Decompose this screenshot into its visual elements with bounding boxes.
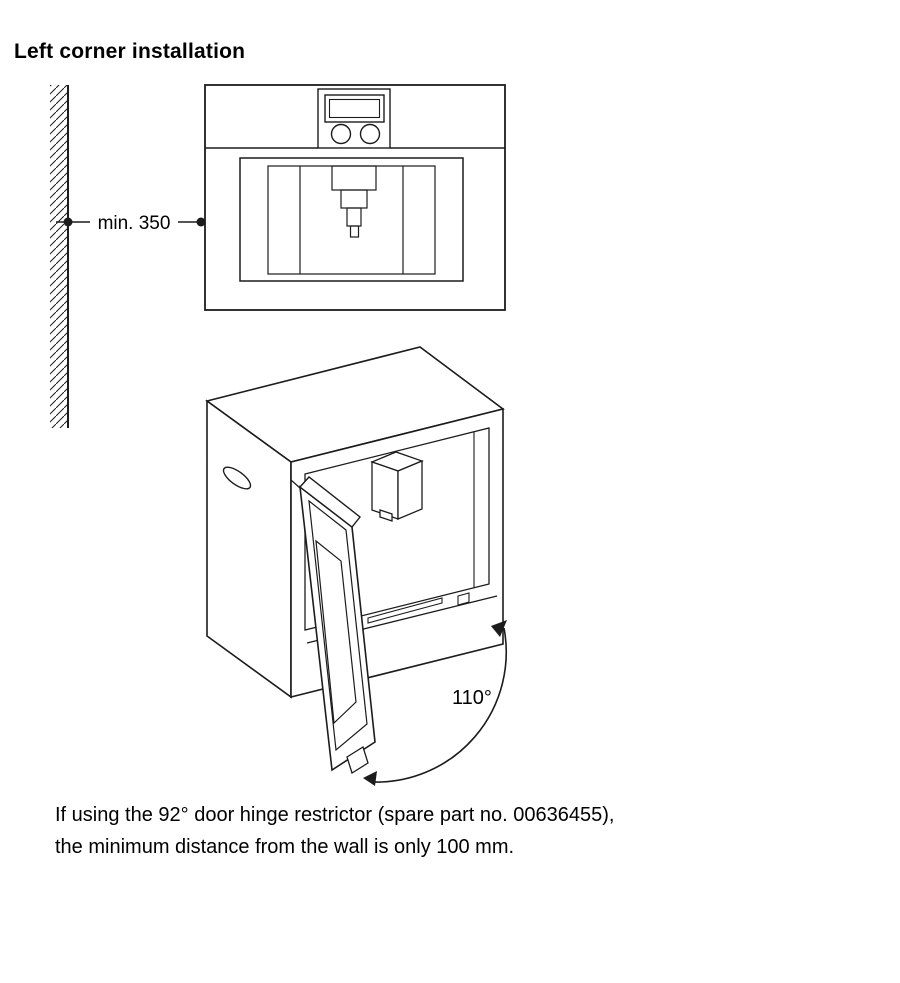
door-swing-angle: 110° (363, 620, 507, 786)
brewing-unit-front (371, 461, 399, 520)
dimension-dot-appliance (196, 217, 206, 227)
door-window-frame (315, 539, 357, 725)
side-handle-cutout (222, 466, 252, 490)
dimension-dot-wall (63, 217, 73, 227)
control-panel (317, 88, 391, 149)
footer-note: If using the 92° door hinge restrictor (… (55, 799, 614, 863)
hinge-line (290, 479, 301, 489)
brewing-unit-tab (379, 509, 393, 522)
cavity-opening-frame (304, 427, 490, 631)
dispenser-spout (331, 165, 377, 238)
open-door (290, 476, 376, 774)
display-outer (324, 94, 385, 123)
left-knob (330, 123, 352, 145)
brewing-unit (370, 451, 424, 522)
door-foot (346, 746, 369, 774)
footer-note-line2: the minimum distance from the wall is on… (55, 836, 515, 858)
brewing-unit-side (397, 460, 423, 520)
page-title: Left corner installation (14, 40, 246, 63)
display-inner (328, 98, 381, 119)
footer-note-line1: If using the 92° door hinge restrictor (… (55, 804, 615, 826)
swing-arc (371, 627, 507, 783)
wall-hatching (50, 85, 68, 428)
arc-arrowhead-door (363, 771, 377, 786)
dimension-min-distance: min. 350 (56, 213, 206, 234)
appliance-front-view (204, 84, 506, 311)
door-top-edge (298, 476, 361, 528)
arc-arrowhead-body (491, 620, 507, 637)
right-knob (359, 123, 381, 145)
wall-section (50, 85, 69, 428)
tray-slot (367, 597, 443, 624)
brewing-chamber (239, 157, 464, 282)
angle-label: 110° (452, 687, 492, 709)
door-inner-frame (308, 499, 368, 752)
fascia-button (457, 592, 470, 606)
dimension-label: min. 350 (98, 213, 171, 234)
dispenser-tip (349, 225, 360, 238)
